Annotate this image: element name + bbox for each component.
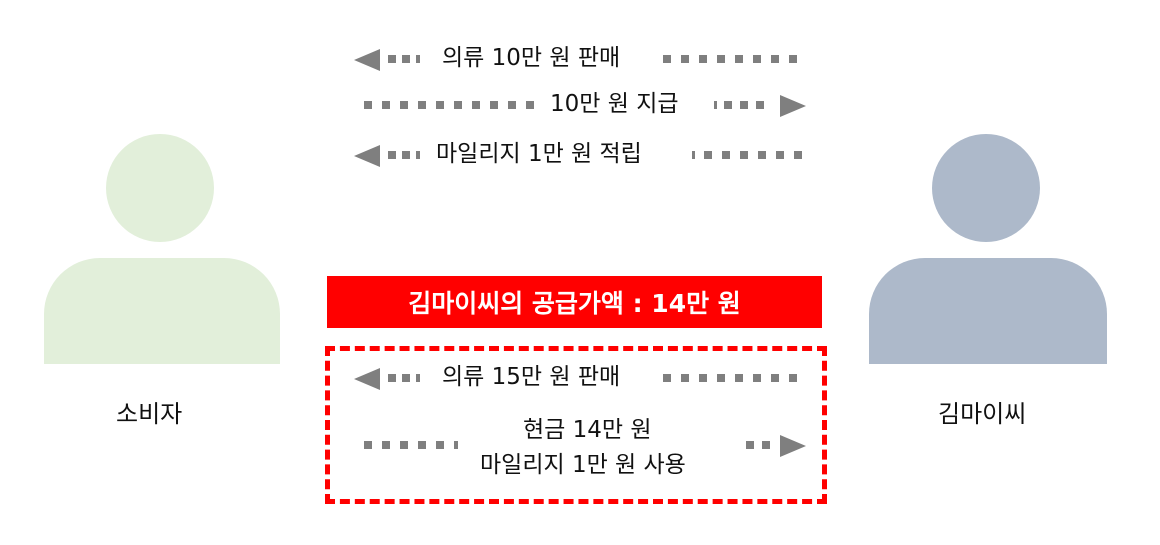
- actual-transaction-box: [325, 346, 827, 504]
- dotted-line: [746, 441, 770, 449]
- dotted-line: [364, 441, 458, 449]
- flow-label-sale: 의류 10만 원 판매: [442, 45, 621, 71]
- arrow-left-icon: [354, 49, 380, 71]
- dotted-line: [663, 374, 797, 382]
- dotted-line: [388, 55, 420, 63]
- flow-label-cash: 현금 14만 원: [523, 417, 652, 443]
- consumer-label: 소비자: [116, 400, 183, 428]
- consumer-head: [106, 134, 214, 242]
- consumer-body: [44, 258, 280, 364]
- flow-label-mileage-earn: 마일리지 1만 원 적립: [436, 141, 642, 167]
- dotted-line: [388, 374, 420, 382]
- flow-label-sale-actual: 의류 15만 원 판매: [442, 364, 621, 390]
- seller-body: [869, 258, 1107, 364]
- arrow-right-icon: [780, 435, 806, 457]
- dotted-line: [364, 101, 534, 109]
- arrow-left-icon: [354, 368, 380, 390]
- dotted-line: [388, 151, 420, 159]
- dotted-line: [663, 55, 797, 63]
- flow-label-payment: 10만 원 지급: [550, 91, 679, 117]
- seller-head: [932, 134, 1040, 242]
- seller-label: 김마이씨: [938, 400, 1027, 428]
- dotted-line: [714, 101, 764, 109]
- flow-label-mileage-use: 마일리지 1만 원 사용: [480, 452, 686, 478]
- supply-value-banner: 김마이씨의 공급가액 : 14만 원: [327, 276, 822, 328]
- supply-value-text: 김마이씨의 공급가액 : 14만 원: [408, 289, 741, 318]
- arrow-right-icon: [780, 95, 806, 117]
- arrow-left-icon: [354, 145, 380, 167]
- dotted-line: [692, 151, 802, 159]
